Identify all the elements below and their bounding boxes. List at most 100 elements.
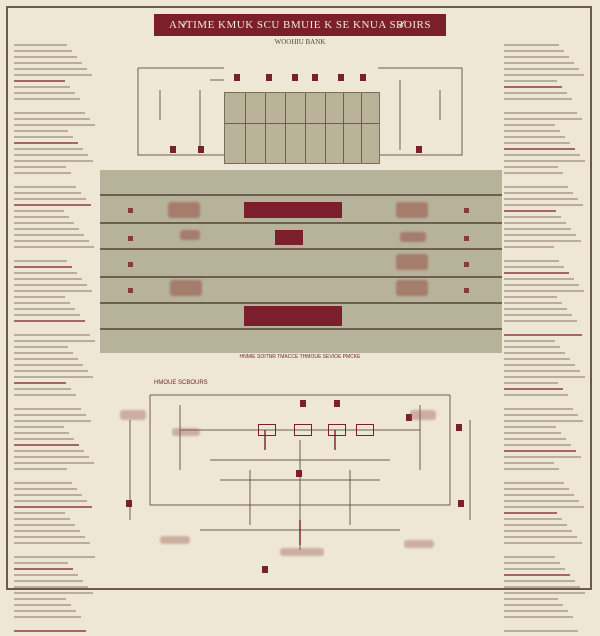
text-line — [504, 394, 568, 396]
text-line — [14, 62, 82, 64]
text-line — [14, 542, 90, 544]
text-line — [14, 468, 67, 470]
text-line — [14, 320, 85, 322]
text-line — [14, 488, 77, 490]
text-line — [504, 136, 565, 138]
marker-square — [406, 414, 412, 421]
text-line — [14, 260, 67, 262]
text-line — [504, 80, 557, 82]
node-box — [294, 424, 312, 436]
checkmark-icon: ✓ — [180, 17, 191, 31]
text-line — [504, 536, 577, 538]
text-line — [504, 586, 580, 588]
text-line — [14, 346, 68, 348]
top-table-panel — [224, 92, 380, 164]
marker-square — [416, 146, 422, 153]
text-line — [504, 494, 574, 496]
text-line — [504, 266, 564, 268]
text-line — [504, 118, 582, 120]
left-text-column — [14, 40, 96, 636]
text-line — [14, 154, 88, 156]
text-line — [14, 44, 67, 46]
checkmark-icon: ✓ — [397, 17, 408, 31]
text-line — [14, 130, 68, 132]
marker-square — [234, 74, 240, 81]
text-line — [504, 314, 572, 316]
text-line — [14, 136, 73, 138]
text-line — [504, 92, 567, 94]
text-line — [504, 616, 573, 618]
text-line — [14, 172, 71, 174]
text-line — [504, 408, 573, 410]
text-line — [504, 222, 566, 224]
text-line — [14, 290, 92, 292]
marker-square — [360, 74, 366, 81]
text-line — [504, 604, 563, 606]
text-line — [14, 314, 80, 316]
text-line — [504, 198, 578, 200]
text-line — [14, 68, 87, 70]
text-line — [14, 524, 75, 526]
marker-dot — [464, 208, 469, 213]
text-line — [14, 536, 85, 538]
text-line — [14, 414, 86, 416]
marker-square — [458, 500, 464, 507]
text-line — [504, 630, 578, 632]
text-line — [14, 278, 82, 280]
text-line — [14, 240, 89, 242]
text-line — [504, 358, 570, 360]
text-line — [504, 580, 575, 582]
marker-square — [198, 146, 204, 153]
text-line — [504, 340, 555, 342]
text-line — [504, 166, 558, 168]
text-line — [504, 44, 559, 46]
marker-square — [334, 400, 340, 407]
text-line — [504, 216, 561, 218]
text-line — [14, 364, 83, 366]
text-line — [14, 204, 91, 206]
text-line — [504, 530, 572, 532]
text-line — [14, 92, 75, 94]
text-line — [504, 228, 571, 230]
blurred-label — [172, 428, 200, 436]
text-line — [504, 210, 556, 212]
text-line — [14, 562, 68, 564]
highlight-bar — [244, 306, 342, 326]
text-line — [14, 334, 90, 336]
node-box — [356, 424, 374, 436]
title: ANTIME KMUK SCU BMUIE K SE KNUA SBOIRS — [169, 19, 431, 31]
text-line — [14, 142, 78, 144]
text-line — [14, 50, 72, 52]
text-line — [14, 98, 80, 100]
highlight-bar — [275, 230, 303, 245]
text-line — [504, 148, 575, 150]
text-line — [504, 370, 580, 372]
highlight-bar — [244, 202, 342, 218]
text-line — [504, 420, 583, 422]
text-line — [14, 228, 79, 230]
text-line — [504, 56, 569, 58]
text-line — [504, 376, 585, 378]
text-line — [504, 68, 579, 70]
text-line — [14, 456, 89, 458]
marker-dot — [464, 236, 469, 241]
marker-square — [262, 566, 268, 573]
marker-dot — [128, 262, 133, 267]
text-line — [504, 98, 572, 100]
text-line — [504, 272, 569, 274]
blurred-label — [170, 280, 202, 296]
connector-lines — [129, 67, 471, 550]
blurred-label — [396, 280, 428, 296]
blurred-label — [400, 232, 426, 242]
text-line — [14, 86, 70, 88]
text-line — [504, 432, 561, 434]
text-line — [14, 234, 84, 236]
text-line — [504, 346, 560, 348]
blurred-label — [410, 410, 436, 420]
text-line — [504, 574, 570, 576]
text-line — [14, 148, 83, 150]
text-line — [14, 494, 82, 496]
text-line — [14, 574, 78, 576]
text-line — [14, 482, 72, 484]
middle-band — [100, 170, 502, 353]
